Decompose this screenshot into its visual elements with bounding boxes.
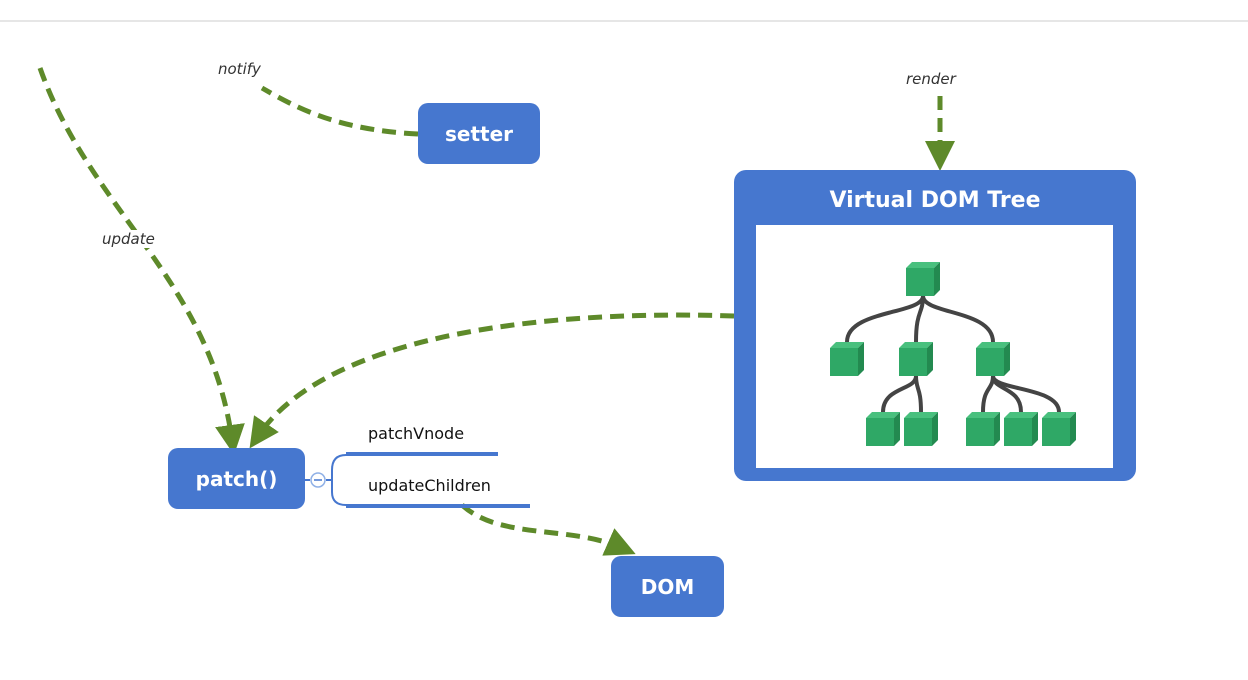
notify-connector	[260, 85, 419, 137]
tree-node-cube	[866, 412, 900, 446]
setter-node[interactable]: setter	[418, 103, 540, 164]
branch-bracket	[331, 454, 347, 506]
tree-edge	[921, 295, 995, 343]
vdom-to-patch-arrow	[249, 312, 735, 449]
render-label: render	[906, 70, 956, 88]
tree-edge	[981, 375, 995, 413]
update-arrow	[37, 67, 245, 455]
update-children-to-dom-arrow	[460, 503, 636, 556]
tree-node-cube	[830, 342, 864, 376]
tree-edge	[845, 295, 925, 343]
top-bar	[0, 0, 1248, 22]
update-label: update	[102, 230, 155, 248]
branch-underline	[346, 504, 530, 508]
virtual-dom-tree-title: Virtual DOM Tree	[829, 188, 1041, 213]
tree-node-cube	[966, 412, 1000, 446]
tree-node-cube	[899, 342, 933, 376]
dom-node[interactable]: DOM	[611, 556, 724, 617]
tree-node-cube	[906, 262, 940, 296]
branch-patchvnode[interactable]: patchVnode	[368, 424, 465, 443]
patch-node[interactable]: patch()	[168, 448, 305, 509]
virtual-dom-tree-panel	[756, 225, 1113, 468]
tree-node-cube	[1042, 412, 1076, 446]
tree-illustration	[830, 262, 1076, 446]
tree-node-cube	[976, 342, 1010, 376]
tree-edge	[914, 375, 923, 413]
tree-edge	[991, 375, 1061, 413]
tree-node-cube	[904, 412, 938, 446]
branch-underline	[346, 452, 498, 456]
branch-updatechildren[interactable]: updateChildren	[368, 476, 491, 495]
notify-label: notify	[218, 60, 261, 78]
virtual-dom-tree-node[interactable]: Virtual DOM Tree	[734, 170, 1136, 481]
tree-node-cube	[1004, 412, 1038, 446]
tree-edge	[881, 375, 918, 413]
